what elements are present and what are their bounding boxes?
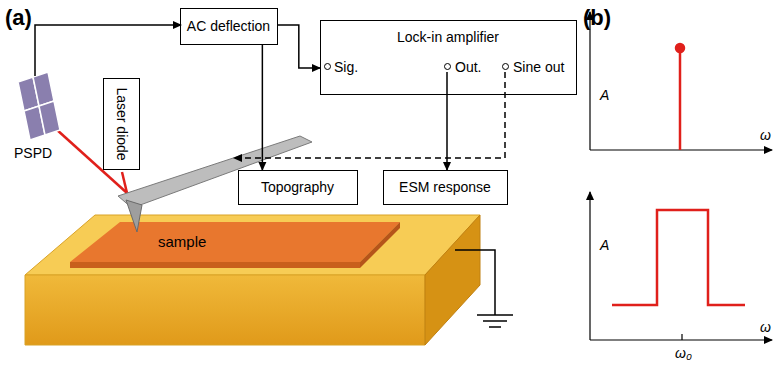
signal-connector [262, 45, 264, 170]
signal-connector [446, 95, 448, 170]
port-label: Sine out [513, 59, 564, 75]
axis-label: ω [760, 320, 771, 335]
axis-label: A [600, 238, 609, 253]
part-label: PSPD [14, 146, 52, 161]
lockin-box: Lock-in amplifierSig. Out. Sine out [320, 20, 577, 95]
box-label: Laser diode [113, 87, 129, 160]
axis-label: ω [760, 128, 771, 143]
part-label: sample [158, 234, 206, 251]
port-label: Out. [455, 59, 481, 75]
axis-label: ω₀ [675, 346, 692, 361]
panel-label: (b) [583, 6, 611, 30]
panel-label: (a) [5, 6, 32, 30]
output-box: ESM response [383, 170, 508, 205]
box-label: AC deflection [187, 18, 270, 34]
photodetector [18, 72, 60, 140]
signal-connector [278, 25, 320, 68]
process-box: AC deflection [180, 8, 277, 45]
port-stub [446, 72, 448, 95]
sample-plate [70, 222, 400, 268]
box-label: ESM response [399, 179, 491, 195]
spectrum [612, 44, 745, 305]
port-terminal [444, 63, 451, 70]
box-label: Lock-in amplifier [397, 29, 499, 45]
stage-block [25, 215, 480, 345]
port-terminal [324, 63, 331, 70]
drive-wire [234, 72, 505, 158]
axes [590, 12, 772, 340]
output-box: Topography [238, 170, 358, 205]
signal-wire [35, 25, 181, 76]
port-terminal [502, 63, 509, 70]
ground-wire [455, 250, 513, 327]
laser-box: Laser diode [103, 78, 140, 170]
axis-label: A [600, 88, 609, 103]
box-label: Topography [261, 179, 334, 195]
port-label: Sig. [334, 59, 358, 75]
